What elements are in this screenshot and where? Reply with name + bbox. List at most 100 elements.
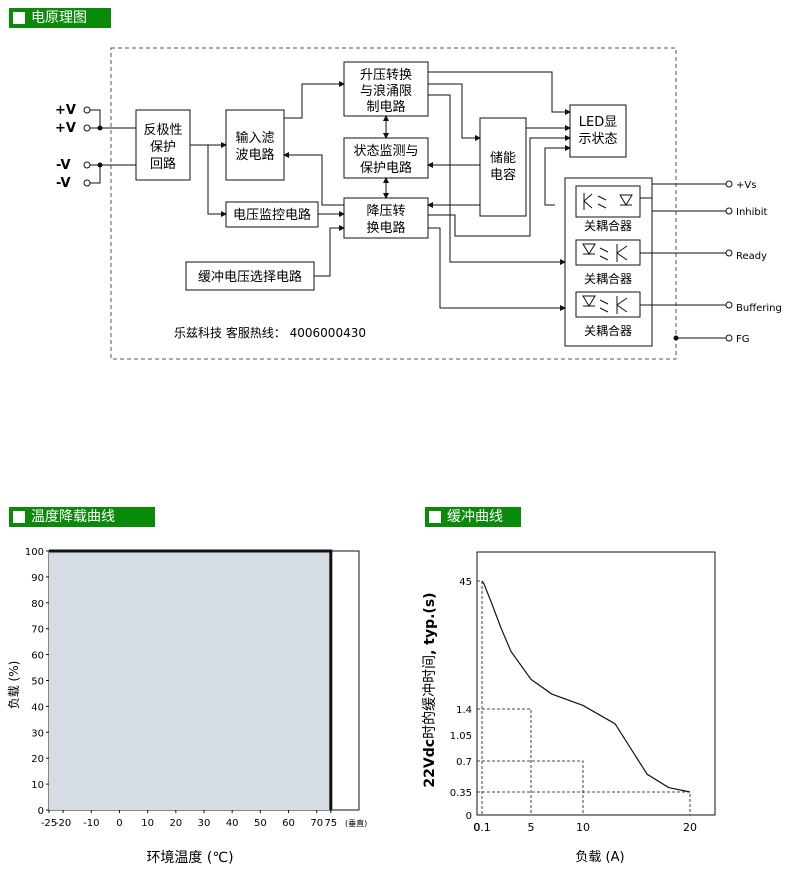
section-title: 缓冲曲线 — [447, 509, 503, 525]
block-text: 缓冲电压选择电路 — [198, 269, 302, 285]
section-header-derating: 温度降载曲线 — [9, 507, 155, 527]
section-title: 温度降载曲线 — [31, 509, 115, 525]
y-axis-label-part: , typ.(s) — [422, 592, 438, 654]
section-title: 电原理图 — [31, 10, 87, 26]
block-text: LED显 — [579, 115, 617, 130]
x-tick-label: 40 — [226, 818, 239, 829]
output-terminal — [725, 249, 733, 257]
block-status-monitor — [343, 137, 429, 179]
section-header-schematic: 电原理图 — [9, 8, 111, 28]
optocoupler-icon — [575, 291, 641, 318]
x-tick-label: 0 — [116, 818, 122, 829]
y-tick-label: 45 — [459, 577, 472, 588]
coupler-label: 关耦合器 — [584, 218, 632, 233]
output-label-ready: Ready — [736, 251, 767, 262]
x-tick-label: 30 — [198, 818, 211, 829]
terminal — [83, 106, 91, 114]
block-text: 降压转 — [366, 204, 405, 219]
y-tick-label: 90 — [31, 573, 44, 584]
terminal — [83, 124, 91, 132]
coupler-label: 关耦合器 — [584, 323, 632, 338]
y-tick-label: 0 — [38, 806, 44, 817]
x-axis-label: 负载 (A) — [575, 850, 624, 865]
y-tick-label: 80 — [31, 599, 44, 610]
y-tick-label: 60 — [31, 651, 44, 662]
optocoupler-icon — [575, 185, 641, 218]
output-label-buffering: Buffering — [736, 303, 782, 314]
y-tick-label: 0.35 — [450, 788, 472, 799]
x-tick-label: 50 — [254, 818, 267, 829]
x-tick-label: 10 — [576, 821, 590, 834]
block-text: 制电路 — [366, 99, 405, 115]
x-tick-label: 0 — [474, 821, 481, 834]
block-storage — [479, 117, 527, 217]
x-tick-label: 20 — [683, 821, 697, 834]
x-tick-label: 75 — [324, 818, 337, 829]
x-tick-label: 10 — [141, 818, 154, 829]
y-tick-label: 70 — [31, 625, 44, 636]
y-axis-label: 22Vdc时的缓冲时间, typ.(s) — [422, 592, 438, 787]
y-axis-label-part: 时的缓冲时间 — [422, 655, 438, 739]
guide-line — [477, 760, 584, 815]
chart-frame — [476, 551, 716, 816]
derating-line — [49, 549, 333, 810]
block-buffer-select — [185, 261, 315, 291]
y-tick-label: 100 — [25, 547, 44, 558]
block-text: 输入滤 — [235, 130, 274, 146]
section-header-buffer: 缓冲曲线 — [425, 507, 521, 527]
x-tick-label: 20 — [169, 818, 182, 829]
block-text: 回路 — [150, 156, 176, 172]
square-icon — [429, 511, 441, 523]
block-text: 储能 — [490, 151, 516, 166]
enclosure — [110, 47, 677, 360]
block-text: 电容 — [490, 167, 516, 183]
y-tick-label: 1.4 — [456, 705, 472, 716]
block-text: 保护电路 — [360, 160, 412, 176]
block-text: 保护 — [150, 140, 176, 155]
output-label-vs: +Vs — [736, 180, 756, 191]
buffer-curve — [481, 580, 691, 793]
y-tick-label: 40 — [31, 702, 44, 713]
y-axis-label: 负载 (%) — [7, 661, 21, 710]
block-text: 示状态 — [578, 132, 617, 147]
block-text: 反极性 — [143, 123, 182, 138]
output-terminal — [725, 207, 733, 215]
x-tick-label: 5 — [528, 821, 535, 834]
y-tick-label: 0 — [466, 811, 472, 822]
terminal — [83, 179, 91, 187]
x-tick-label: -20 — [55, 818, 71, 829]
hotline-text: 乐兹科技 客服热线： 4006000430 — [174, 325, 366, 340]
output-terminal — [725, 301, 733, 309]
block-text: 波电路 — [235, 147, 274, 163]
square-icon — [13, 511, 25, 523]
block-text: 电压监控电路 — [233, 207, 311, 223]
x-tick-label: 0.1 — [473, 821, 491, 834]
square-icon — [13, 12, 25, 24]
y-tick-label: 30 — [31, 728, 44, 739]
y-tick-label: 1.05 — [450, 731, 472, 742]
x-tick-label: -10 — [83, 818, 99, 829]
block-text: 与浪涌限 — [360, 84, 412, 99]
x-tick-label: -25 — [41, 818, 57, 829]
y-tick-label: 0.7 — [456, 757, 472, 768]
block-text: 升压转换 — [360, 68, 412, 83]
output-terminal — [725, 180, 733, 188]
x-tick-label: 60 — [282, 818, 295, 829]
block-reverse-protect — [135, 109, 191, 181]
output-label-inhibit: Inhibit — [736, 207, 768, 218]
x-axis-label: 环境温度 (℃) — [146, 850, 233, 866]
output-label-fg: FG — [736, 334, 750, 345]
input-label-pos: +V — [55, 103, 76, 118]
guide-line — [477, 708, 532, 815]
block-text: 状态监测与 — [353, 144, 418, 159]
y-tick-label: 20 — [31, 754, 44, 765]
block-led — [569, 104, 627, 158]
coupler-label: 关耦合器 — [584, 271, 632, 286]
x-axis-unit-note: (垂直) — [345, 818, 367, 828]
y-tick-label: 50 — [31, 677, 44, 688]
x-tick-label: 70 — [310, 818, 323, 829]
y-axis-label-part: 22Vdc — [422, 739, 438, 788]
input-label-neg: -V — [56, 176, 71, 191]
